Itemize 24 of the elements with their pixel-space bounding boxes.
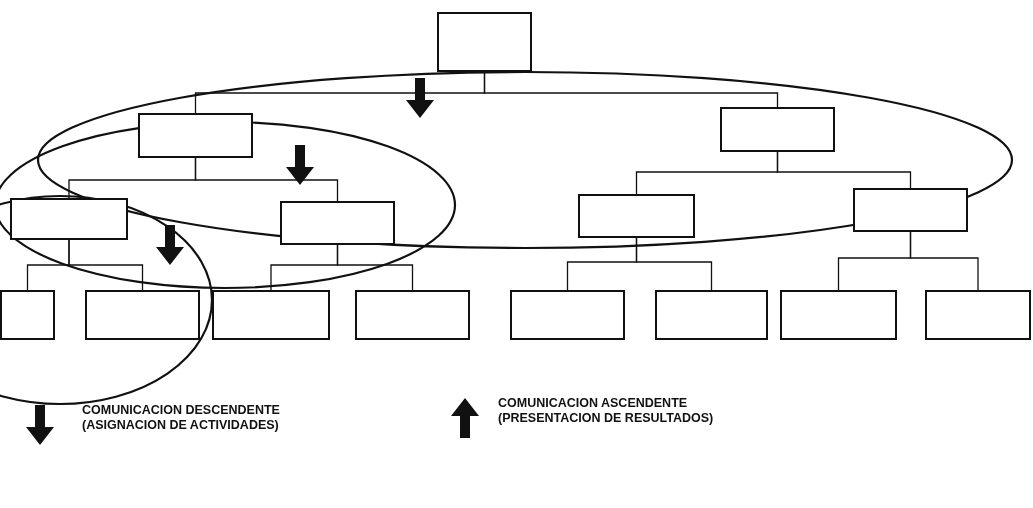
org-box [925, 290, 1031, 340]
org-box [0, 290, 55, 340]
org-box [212, 290, 330, 340]
connector-line [483, 71, 779, 108]
org-box [510, 290, 625, 340]
org-box [780, 290, 897, 340]
org-box [10, 198, 128, 240]
org-box [437, 12, 532, 72]
connector-line [336, 244, 414, 291]
org-box [720, 107, 835, 152]
org-box [280, 201, 395, 245]
connector-line [68, 239, 144, 291]
org-box [355, 290, 470, 340]
connector-line [909, 231, 979, 291]
legend-text: COMUNICACION ASCENDENTE (PRESENTACION DE RESULTADOS) [498, 396, 715, 426]
connector-line [194, 157, 339, 202]
org-box [85, 290, 200, 340]
org-box [578, 194, 695, 238]
org-box [853, 188, 968, 232]
legend-text: COMUNICACION DESCENDENTE (ASIGNACION DE ACTIVIDADES) [82, 403, 281, 433]
org-box [655, 290, 768, 340]
connector-line [635, 237, 713, 291]
connector-line [776, 151, 912, 189]
org-box [138, 113, 253, 158]
